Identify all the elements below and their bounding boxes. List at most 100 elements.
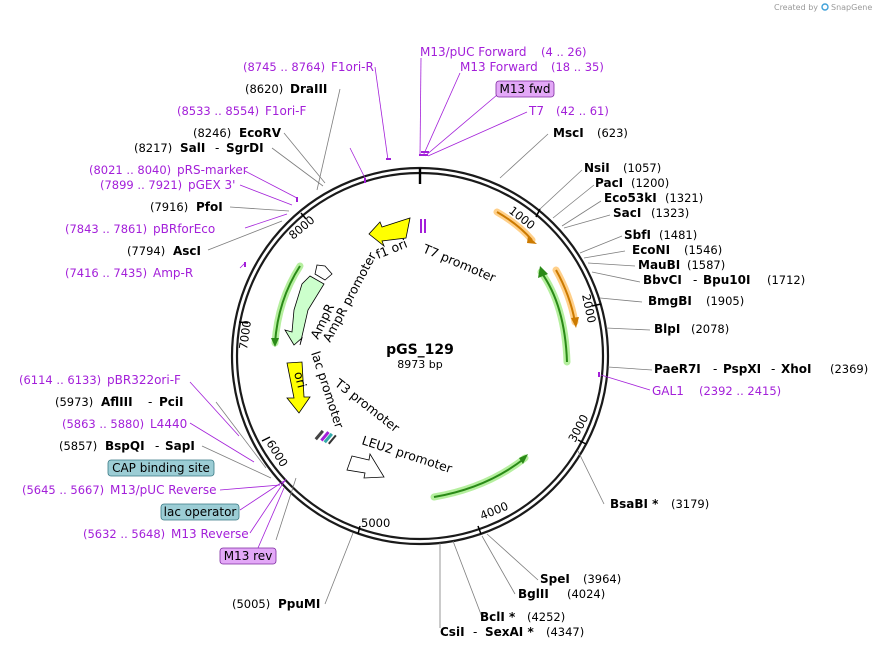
enzyme-aflIII-pciI[interactable]: (5973) AflIII - PciI (55, 395, 184, 409)
svg-text:(4024): (4024) (567, 587, 605, 601)
enzyme-sbfI[interactable]: SbfI (1481) (624, 228, 697, 242)
svg-text:pBRforEco: pBRforEco (153, 222, 215, 236)
primer-m13-forward[interactable]: M13 Forward (18 .. 35) (460, 60, 604, 74)
svg-text:(5863 .. 5880): (5863 .. 5880) (62, 417, 144, 431)
svg-text:BclI *: BclI * (480, 610, 516, 624)
svg-text:GAL1: GAL1 (652, 384, 684, 398)
ampr-promoter-label: AmpR promoter (319, 249, 379, 344)
m13-fwd-box[interactable]: M13 fwd (495, 80, 555, 98)
svg-text:(8620): (8620) (245, 82, 283, 96)
green-cds-1 (540, 271, 568, 363)
enzyme-speI[interactable]: SpeI (3964) (540, 572, 621, 586)
svg-text:(5632 .. 5648): (5632 .. 5648) (83, 527, 165, 541)
svg-text:T7: T7 (528, 104, 544, 118)
orange-feature-1 (496, 211, 533, 241)
svg-text:PacI: PacI (595, 176, 623, 190)
orange-feature-2 (555, 269, 576, 323)
snapgene-logo-icon (821, 3, 829, 11)
enzyme-bbvCI-bpu10I[interactable]: BbvCI - Bpu10I (1712) (643, 273, 805, 287)
green-cds-2 (433, 457, 526, 498)
svg-text:SapI: SapI (165, 439, 195, 453)
primer-f1ori-r[interactable]: (8745 .. 8764) F1ori-R (243, 60, 374, 74)
tick-label-7000: 7000 (236, 319, 254, 350)
m13-rev-box[interactable]: M13 rev (219, 547, 277, 565)
enzyme-csiI-sexAI[interactable]: CsiI - SexAI * (4347) (440, 625, 584, 639)
credit-text: Created by (774, 3, 818, 12)
primer-prs-marker[interactable]: (8021 .. 8040) pRS-marker (89, 163, 248, 177)
svg-text:PpuMI: PpuMI (278, 597, 320, 611)
svg-text:M13 fwd: M13 fwd (500, 82, 551, 96)
enzyme-bmgBI[interactable]: BmgBI (1905) (648, 294, 744, 308)
t7-promoter-label: T7 promoter (420, 241, 499, 286)
svg-text:(1057): (1057) (623, 161, 661, 175)
primer-gal1[interactable]: GAL1 (2392 .. 2415) (652, 384, 781, 398)
svg-text:(4347): (4347) (546, 625, 584, 639)
svg-text:CsiI: CsiI (440, 625, 465, 639)
svg-text:(5005): (5005) (232, 597, 270, 611)
orange-feature-2-head (571, 317, 579, 328)
enzyme-leader-lines (201, 88, 653, 628)
enzyme-bsaBI[interactable]: BsaBI * (3179) (610, 497, 709, 511)
svg-text:(3179): (3179) (671, 497, 709, 511)
svg-text:(4 .. 26): (4 .. 26) (541, 45, 587, 59)
f1-ori-feature (368, 217, 411, 248)
primer-f1ori-f[interactable]: (8533 .. 8554) F1ori-F (177, 104, 306, 118)
svg-text:AflIII: AflIII (101, 395, 133, 409)
enzyme-salI-sgrDI[interactable]: (8217) SalI - SgrDI (134, 141, 264, 155)
svg-text:-: - (473, 625, 477, 639)
enzyme-sacI[interactable]: SacI (1323) (613, 206, 689, 220)
enzyme-paeR7I-pspXI-xhoI[interactable]: PaeR7I - PspXI - XhoI (2369) (654, 362, 868, 376)
primer-pbr322ori-f[interactable]: (6114 .. 6133) pBR322ori-F (19, 373, 181, 387)
enzyme-bglII[interactable]: BglII (4024) (518, 587, 605, 601)
svg-text:MscI: MscI (553, 126, 584, 140)
primer-m13-reverse[interactable]: (5632 .. 5648) M13 Reverse (83, 527, 249, 541)
green-cds-2-head (519, 454, 528, 464)
svg-text:XhoI: XhoI (781, 362, 812, 376)
svg-text:DraIII: DraIII (290, 82, 327, 96)
enzyme-mscI[interactable]: MscI (623) (553, 126, 628, 140)
svg-text:(1546): (1546) (684, 243, 722, 257)
svg-text:M13/pUC Forward: M13/pUC Forward (420, 45, 527, 59)
primer-m13-puc-forward[interactable]: M13/pUC Forward (4 .. 26) (420, 45, 587, 59)
enzyme-bspQI-sapI[interactable]: (5857) BspQI - SapI (59, 439, 195, 453)
svg-text:SalI: SalI (180, 141, 205, 155)
primer-pbrforeco[interactable]: (7843 .. 7861) pBRforEco (65, 222, 215, 236)
enzyme-pfoI[interactable]: (7916) PfoI (150, 200, 223, 214)
svg-text:(2392 .. 2415): (2392 .. 2415) (699, 384, 781, 398)
enzyme-pacI[interactable]: PacI (1200) (595, 176, 669, 190)
svg-text:(8533 .. 8554): (8533 .. 8554) (177, 104, 259, 118)
enzyme-blpI[interactable]: BlpI (2078) (654, 322, 729, 336)
primer-l4440[interactable]: (5863 .. 5880) L4440 (62, 417, 187, 431)
enzyme-draIII[interactable]: (8620) DraIII (245, 82, 327, 96)
primer-t7[interactable]: T7 (42 .. 61) (528, 104, 609, 118)
enzyme-mauBI[interactable]: MauBI (1587) (638, 258, 725, 272)
primer-pgex-3[interactable]: (7899 .. 7921) pGEX 3' (100, 178, 235, 192)
svg-text:(7899 .. 7921): (7899 .. 7921) (100, 178, 182, 192)
ori-label: ori (291, 370, 310, 390)
enzyme-ecoNI[interactable]: EcoNI (1546) (632, 243, 722, 257)
svg-text:(2078): (2078) (691, 322, 729, 336)
svg-text:SpeI: SpeI (540, 572, 570, 586)
enzyme-ecoRV[interactable]: (8246) EcoRV (193, 126, 282, 140)
cap-binding-site-box[interactable]: CAP binding site (107, 459, 215, 477)
enzyme-nsiI[interactable]: NsiI (1057) (584, 161, 661, 175)
ori-feature (286, 361, 311, 414)
enzyme-ascI[interactable]: (7794) AscI (127, 244, 201, 258)
svg-text:EcoNI: EcoNI (632, 243, 670, 257)
enzyme-ppuMI[interactable]: (5005) PpuMI (232, 597, 320, 611)
enzyme-bclI[interactable]: BclI * (4252) (480, 610, 565, 624)
plasmid-name: pGS_129 (386, 342, 454, 358)
green-cds-3-head (271, 338, 279, 347)
svg-text:(8021 .. 8040): (8021 .. 8040) (89, 163, 171, 177)
svg-text:-: - (713, 362, 717, 376)
svg-text:PfoI: PfoI (196, 200, 223, 214)
tick-label-5000: 5000 (361, 516, 390, 530)
ampr-feature (284, 275, 325, 346)
t7-promoter-mark (420, 219, 422, 233)
enzyme-eco53kI[interactable]: Eco53kI (1321) (604, 191, 703, 205)
svg-text:BsaBI *: BsaBI * (610, 497, 659, 511)
primer-amp-r[interactable]: (7416 .. 7435) Amp-R (65, 266, 193, 280)
svg-text:(7794): (7794) (127, 244, 165, 258)
lac-operator-box[interactable]: lac operator (160, 503, 240, 521)
primer-m13-puc-reverse[interactable]: (5645 .. 5667) M13/pUC Reverse (22, 483, 217, 497)
